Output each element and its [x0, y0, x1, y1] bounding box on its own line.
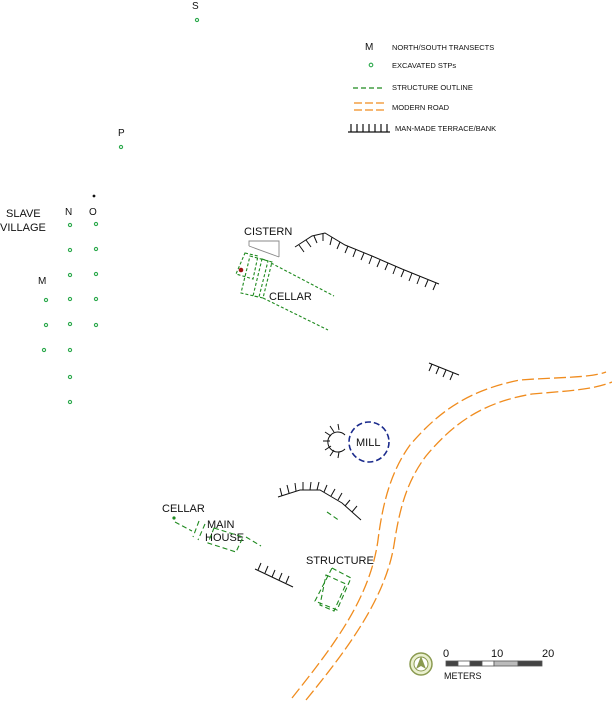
legend-structure-label: STRUCTURE OUTLINE — [392, 83, 473, 92]
transect-label-s: S — [192, 1, 199, 12]
stp-point — [67, 222, 73, 228]
stp-point — [67, 296, 73, 302]
terrace-bank-east — [428, 362, 460, 381]
slave-village-label-line2: VILLAGE — [0, 222, 46, 234]
legend-stps-label: EXCAVATED STPs — [392, 61, 456, 70]
main-house-label-line2: HOUSE — [205, 532, 244, 544]
legend-road-label: MODERN ROAD — [392, 103, 450, 112]
transect-label-n: N — [65, 207, 72, 218]
legend-road-symbol — [354, 102, 385, 111]
main-house-label-line1: MAIN — [207, 519, 235, 531]
cellar-north-label: CELLAR — [269, 291, 312, 303]
stp-point — [93, 296, 99, 302]
stp-point — [41, 347, 47, 353]
scale-unit-label: METERS — [444, 671, 482, 681]
cellar-south-label: CELLAR — [162, 503, 205, 515]
terrace-bank-north — [294, 232, 440, 291]
stp-point — [93, 271, 99, 277]
stp-point — [43, 322, 49, 328]
artifact-find-marker — [238, 267, 244, 273]
scale-tick-20: 20 — [542, 648, 554, 660]
cellar-south-marker — [172, 516, 176, 520]
legend-terrace-label: MAN-MADE TERRACE/BANK — [395, 124, 496, 133]
stp-point — [67, 247, 73, 253]
legend-stp-symbol — [368, 62, 374, 68]
scale-tick-10: 10 — [491, 648, 503, 660]
north-arrow-icon — [409, 652, 433, 676]
mill-feature — [323, 421, 390, 463]
stp-group — [41, 17, 200, 405]
legend-terrace-symbol — [348, 124, 390, 133]
scale-tick-0: 0 — [443, 648, 449, 660]
stp-point — [118, 144, 124, 150]
slave-village-label-line1: SLAVE — [6, 208, 41, 220]
stp-point — [93, 322, 99, 328]
cistern-label: CISTERN — [244, 226, 292, 238]
legend-transects-label: NORTH/SOUTH TRANSECTS — [392, 43, 494, 52]
stp-point — [67, 272, 73, 278]
stp-point — [194, 17, 200, 23]
stp-point — [67, 347, 73, 353]
datum-point — [92, 194, 96, 198]
stp-point — [43, 297, 49, 303]
north-cellar-structure-outline — [235, 252, 335, 331]
modern-road — [291, 371, 612, 701]
stp-point — [67, 374, 73, 380]
scale-bar — [445, 660, 543, 667]
main-house-structure-outline — [174, 511, 341, 553]
stp-point — [93, 246, 99, 252]
structure-label: STRUCTURE — [306, 555, 374, 567]
stp-point — [93, 221, 99, 227]
legend-transect-symbol: M — [365, 42, 373, 53]
transect-label-o: O — [89, 207, 97, 218]
mill-outline — [348, 421, 390, 463]
terrace-bank-south — [254, 562, 294, 588]
stp-point — [67, 321, 73, 327]
legend: M NORTH/SOUTH TRANSECTS EXCAVATED STPs S… — [348, 42, 496, 133]
stp-point — [67, 399, 73, 405]
transect-label-m: M — [38, 276, 46, 287]
mill-label: MILL — [356, 437, 380, 449]
cistern-bracket — [248, 240, 280, 258]
terrace-bank-mill — [277, 481, 362, 521]
transect-label-p: P — [118, 128, 125, 139]
structure-outline — [314, 567, 352, 612]
